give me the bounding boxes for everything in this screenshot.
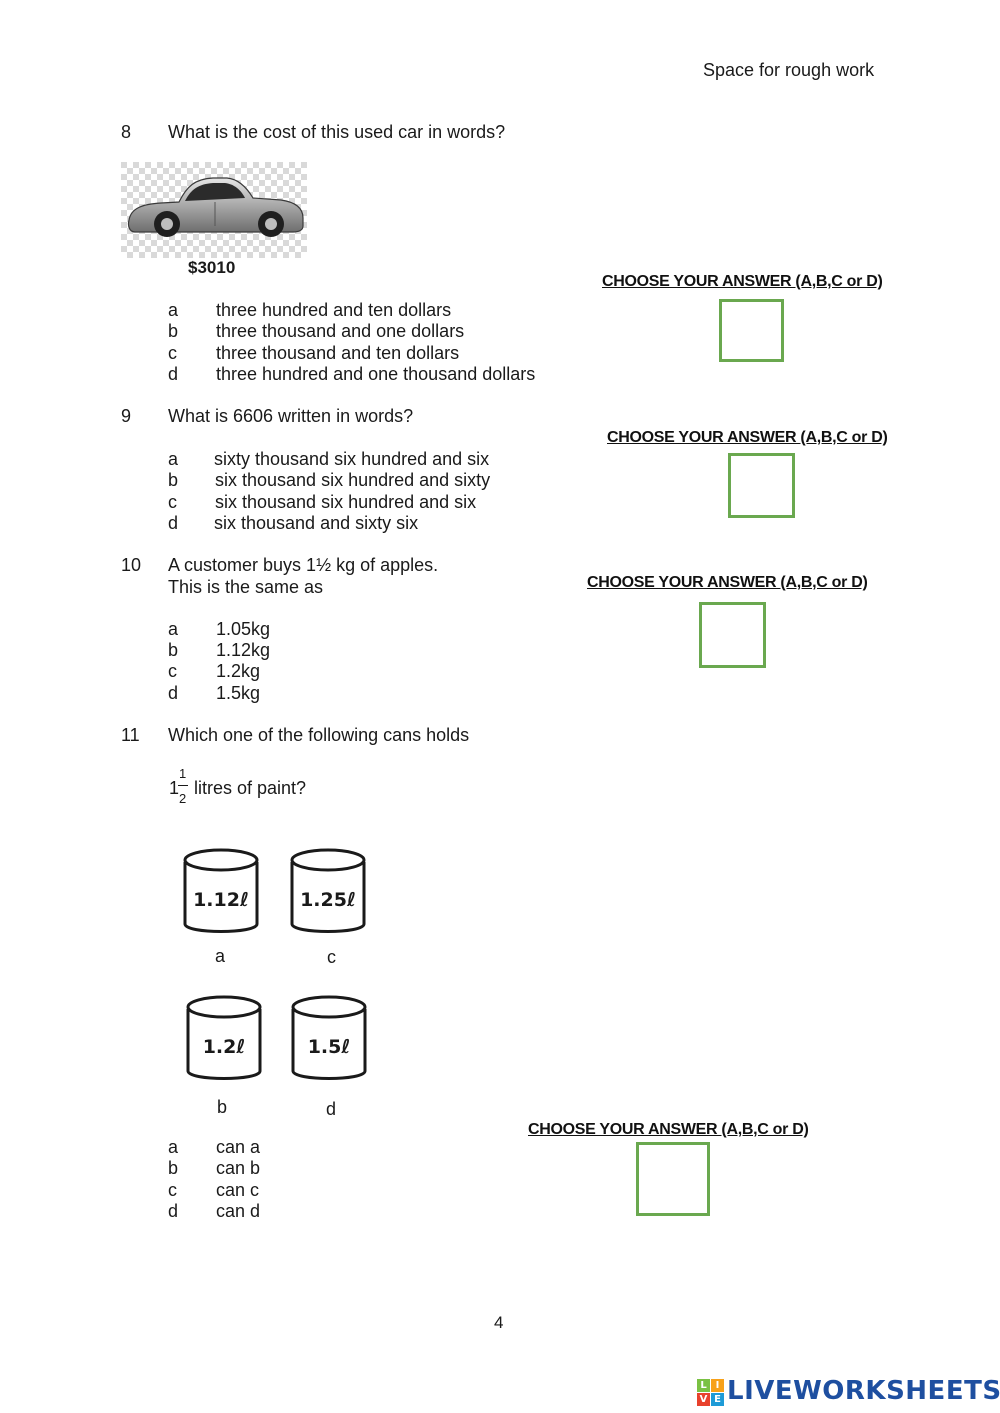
question-text: A customer buys 1½ kg of apples. bbox=[168, 555, 439, 575]
option-letter: c bbox=[168, 492, 177, 512]
option-letter: c bbox=[168, 1180, 177, 1200]
option-text: six thousand and sixty six bbox=[214, 513, 419, 533]
option-letter: d bbox=[168, 364, 179, 384]
option-text: three thousand and one dollars bbox=[216, 321, 465, 341]
option-text: three hundred and ten dollars bbox=[216, 300, 452, 320]
option-letter: a bbox=[168, 300, 179, 320]
option-text: can b bbox=[216, 1158, 261, 1178]
choose-answer-label: CHOOSE YOUR ANSWER (A,B,C or D) bbox=[607, 429, 888, 446]
car-price: $3010 bbox=[188, 258, 236, 277]
choose-answer-label: CHOOSE YOUR ANSWER (A,B,C or D) bbox=[528, 1121, 809, 1138]
fraction-whole: 1 bbox=[169, 778, 180, 798]
logo-tile: I bbox=[711, 1379, 724, 1392]
answer-box-q9[interactable] bbox=[728, 453, 795, 518]
question-text: What is 6606 written in words? bbox=[168, 406, 414, 426]
option-letter: b bbox=[168, 321, 179, 341]
option-text: can a bbox=[216, 1137, 261, 1157]
fraction-bar bbox=[178, 785, 188, 786]
rough-work-label: Space for rough work bbox=[703, 60, 875, 80]
page-number: 4 bbox=[494, 1313, 504, 1332]
can-letter: c bbox=[327, 947, 336, 967]
used-car-image bbox=[121, 162, 307, 258]
choose-answer-label: CHOOSE YOUR ANSWER (A,B,C or D) bbox=[587, 574, 868, 591]
option-letter: b bbox=[168, 640, 179, 660]
paint-can-icon: 1.12ℓ bbox=[183, 848, 259, 933]
question-number: 10 bbox=[121, 555, 142, 575]
option-letter: d bbox=[168, 513, 179, 533]
option-text: three hundred and one thousand dollars bbox=[216, 364, 536, 384]
option-letter: c bbox=[168, 661, 177, 681]
logo-tile: V bbox=[697, 1393, 710, 1406]
question-text: What is the cost of this used car in wor… bbox=[168, 122, 506, 142]
fraction-numerator: 1 bbox=[179, 766, 187, 781]
answer-box-q10[interactable] bbox=[699, 602, 766, 668]
answer-box-q11[interactable] bbox=[636, 1142, 710, 1216]
can-label-text: 1.12ℓ bbox=[193, 889, 249, 911]
option-letter: d bbox=[168, 683, 179, 703]
fraction-denominator: 2 bbox=[179, 791, 187, 806]
option-text: three thousand and ten dollars bbox=[216, 343, 460, 363]
paint-can-icon: 1.25ℓ bbox=[290, 848, 366, 933]
answer-box-q8[interactable] bbox=[719, 299, 784, 362]
option-text: can c bbox=[216, 1180, 260, 1200]
question-number: 11 bbox=[121, 725, 140, 745]
option-text: 1.05kg bbox=[216, 619, 271, 639]
question-text-rest: litres of paint? bbox=[194, 778, 307, 798]
option-letter: d bbox=[168, 1201, 179, 1221]
liveworksheets-logo-text[interactable]: LIVEWORKSHEETS bbox=[727, 1376, 1000, 1406]
liveworksheets-logo-icon: L I V E bbox=[697, 1379, 725, 1407]
option-letter: b bbox=[168, 1158, 179, 1178]
option-letter: a bbox=[168, 1137, 179, 1157]
choose-answer-label: CHOOSE YOUR ANSWER (A,B,C or D) bbox=[602, 273, 883, 290]
can-label-text: 1.25ℓ bbox=[300, 889, 356, 911]
option-letter: a bbox=[168, 619, 179, 639]
can-label-text: 1.2ℓ bbox=[203, 1036, 246, 1058]
can-letter: b bbox=[217, 1097, 228, 1117]
logo-tile: L bbox=[697, 1379, 710, 1392]
option-text: six thousand six hundred and sixty bbox=[215, 470, 491, 490]
option-letter: a bbox=[168, 449, 179, 469]
paint-can-icon: 1.2ℓ bbox=[186, 995, 262, 1080]
question-text-line2: This is the same as bbox=[168, 577, 324, 597]
option-letter: b bbox=[168, 470, 179, 490]
can-label-text: 1.5ℓ bbox=[308, 1036, 351, 1058]
option-letter: c bbox=[168, 343, 177, 363]
question-number: 9 bbox=[121, 406, 132, 426]
logo-tile: E bbox=[711, 1393, 724, 1406]
question-number: 8 bbox=[121, 122, 132, 142]
option-text: 1.12kg bbox=[216, 640, 271, 660]
option-text: can d bbox=[216, 1201, 261, 1221]
can-letter: a bbox=[215, 946, 226, 966]
option-text: 1.5kg bbox=[216, 683, 261, 703]
question-text: Which one of the following cans holds bbox=[168, 725, 470, 745]
option-text: 1.2kg bbox=[216, 661, 261, 681]
paint-can-icon: 1.5ℓ bbox=[291, 995, 367, 1080]
option-text: six thousand six hundred and six bbox=[215, 492, 477, 512]
can-letter: d bbox=[326, 1099, 337, 1119]
option-text: sixty thousand six hundred and six bbox=[214, 449, 490, 469]
